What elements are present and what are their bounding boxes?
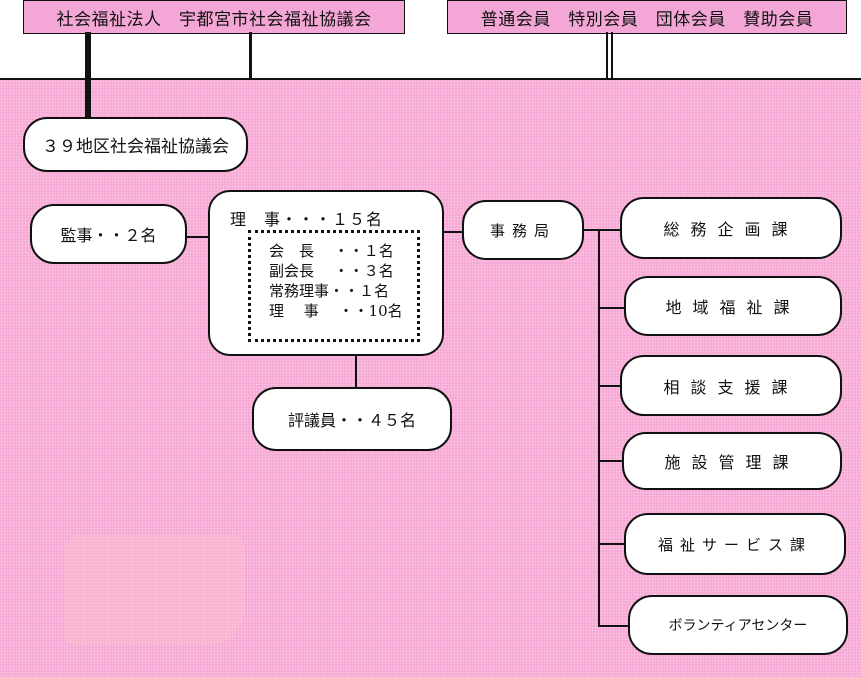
connector-members-b (611, 32, 613, 78)
auditors-label: 監事・・２名 (60, 226, 157, 245)
connector-section-3 (598, 460, 624, 462)
connector-section-5 (598, 625, 628, 627)
faded-watermark (65, 535, 245, 645)
connector-secretariat-trunk-h (583, 229, 623, 231)
section-facility-management: 施設管理課 (622, 432, 842, 490)
councilors-box: 評議員・・４５名 (252, 387, 452, 451)
councilors-label: 評議員・・４５名 (287, 411, 416, 430)
section-label: 施設管理課 (664, 453, 800, 472)
district-council-label: ３９地区社会福祉協議会 (42, 137, 229, 157)
connector-section-2 (598, 385, 624, 387)
section-label: 相談支援課 (663, 377, 799, 397)
connector-corp-to-base (249, 32, 252, 78)
membership-label: 普通会員 特別会員 団体会員 賛助会員 (480, 9, 814, 30)
section-label: ボランティアセンター (668, 618, 808, 634)
officer-executive-director: 常務理事・・１名 (269, 282, 390, 300)
auditors-box: 監事・・２名 (30, 204, 187, 264)
section-label: 福祉サービス課 (657, 535, 812, 554)
officer-vice-chair: 副会長 ・・３名 (269, 262, 394, 280)
membership-box: 普通会員 特別会員 団体会員 賛助会員 (447, 0, 847, 34)
connector-auditor-board (186, 236, 210, 238)
corporation-label: 社会福祉法人 宇都宮市社会福祉協議会 (56, 9, 372, 30)
section-label: 総務企画課 (663, 220, 799, 239)
connector-section-1 (598, 307, 624, 309)
secretariat-label: 事務局 (489, 221, 556, 240)
section-consultation-support: 相談支援課 (620, 355, 842, 416)
connector-corp-to-district (85, 32, 91, 118)
section-community-welfare: 地域福祉課 (624, 276, 842, 336)
section-welfare-services: 福祉サービス課 (624, 513, 846, 575)
connector-board-councilors (355, 355, 357, 388)
connector-section-4 (598, 543, 624, 545)
officers-list: 会 長 ・・１名 副会長 ・・３名 常務理事・・１名 理 事 ・・10名 (248, 230, 420, 342)
corporation-box: 社会福祉法人 宇都宮市社会福祉協議会 (23, 0, 405, 34)
section-label: 地域福祉課 (665, 298, 801, 317)
connector-board-secretariat (442, 231, 464, 233)
connector-sections-trunk (598, 229, 600, 626)
board-title: 理 事・・・１５名 (230, 210, 384, 229)
officer-directors: 理 事 ・・10名 (269, 302, 403, 320)
section-general-affairs: 総務企画課 (620, 197, 842, 259)
connector-members-a (606, 32, 608, 78)
section-volunteer-center: ボランティアセンター (628, 595, 848, 655)
officer-chair: 会 長 ・・１名 (269, 242, 394, 260)
board-box: 理 事・・・１５名 会 長 ・・１名 副会長 ・・３名 常務理事・・１名 理 事… (208, 190, 444, 356)
secretariat-box: 事務局 (462, 200, 584, 260)
district-council-box: ３９地区社会福祉協議会 (23, 117, 248, 172)
